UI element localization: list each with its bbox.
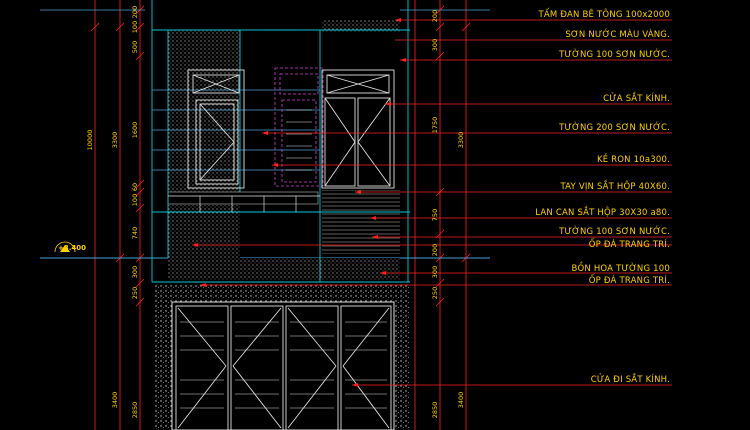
note-decorative-stone-2: ỐP ĐÁ TRANG TRÍ. xyxy=(589,273,670,286)
note-wall-100-paint-2: TƯỜNG 100 SƠN NƯỚC. xyxy=(558,225,670,237)
dim-left-4: 1600 xyxy=(131,122,139,139)
dim-right-2: 300 xyxy=(431,39,439,51)
dim-right-4: 750 xyxy=(431,209,439,221)
dim-left-5: 60 xyxy=(131,183,139,191)
dim-right-outer-1: 3300 xyxy=(457,132,465,149)
dim-left-outer-2: 3400 xyxy=(111,392,119,409)
dimension-labels: 10000 3300 3400 200 100 500 1600 60 100 … xyxy=(86,6,465,418)
right-dimensions xyxy=(414,0,471,430)
note-concrete-slab: TẤM ĐAN BÊ TÔNG 100x2000 xyxy=(538,8,670,20)
note-decorative-stone: ỐP ĐÁ TRANG TRÍ. xyxy=(589,237,670,250)
note-handrail: TAY VỊN SẮT HỘP 40X60. xyxy=(559,179,670,192)
dim-right-3: 1750 xyxy=(431,117,439,134)
note-groove-lines: KẺ RON 10a300. xyxy=(597,153,670,165)
leader-arrows xyxy=(192,18,406,387)
dim-right-8: 2850 xyxy=(431,402,439,419)
dim-right-outer-2: 3400 xyxy=(457,392,465,409)
left-dimensions xyxy=(90,0,145,430)
dim-left-2: 100 xyxy=(131,21,139,33)
dim-left-10: 2850 xyxy=(131,402,139,419)
dim-right-1: 200 xyxy=(431,10,439,22)
dim-right-7: 250 xyxy=(431,287,439,299)
dim-right-5: 200 xyxy=(431,244,439,256)
note-flower-box: BỒN HOA TƯỜNG 100 xyxy=(571,261,670,274)
note-glass-steel-door: CỬA ĐI SẮT KÍNH. xyxy=(591,372,670,385)
dim-left-8: 300 xyxy=(131,266,139,278)
note-yellow-paint: SƠN NƯỚC MÀU VÀNG. xyxy=(565,28,670,40)
dim-left-6: 100 xyxy=(131,194,139,206)
dim-left-outer-1: 3300 xyxy=(111,132,119,149)
dim-right-6: 300 xyxy=(431,266,439,278)
note-railing: LAN CAN SẮT HỘP 30X30 a80. xyxy=(535,205,670,218)
dim-left-7: 740 xyxy=(131,227,139,239)
note-glass-steel-window: CỬA SẮT KÍNH. xyxy=(603,91,670,104)
upper-facade xyxy=(151,0,410,283)
leader-lines xyxy=(192,19,672,386)
ground-floor xyxy=(155,284,410,430)
note-wall-200-paint: TƯỜNG 200 SƠN NƯỚC. xyxy=(558,121,670,133)
annotations: TẤM ĐAN BÊ TÔNG 100x2000 SƠN NƯỚC MÀU VÀ… xyxy=(535,8,670,385)
level-marker-label: +3.400 xyxy=(58,244,86,252)
dim-overall: 10000 xyxy=(86,130,94,151)
dim-left-3: 500 xyxy=(131,41,139,53)
dim-left-1: 200 xyxy=(131,6,139,18)
note-wall-100-paint: TƯỜNG 100 SƠN NƯỚC. xyxy=(558,48,670,60)
dim-left-9: 250 xyxy=(131,287,139,299)
